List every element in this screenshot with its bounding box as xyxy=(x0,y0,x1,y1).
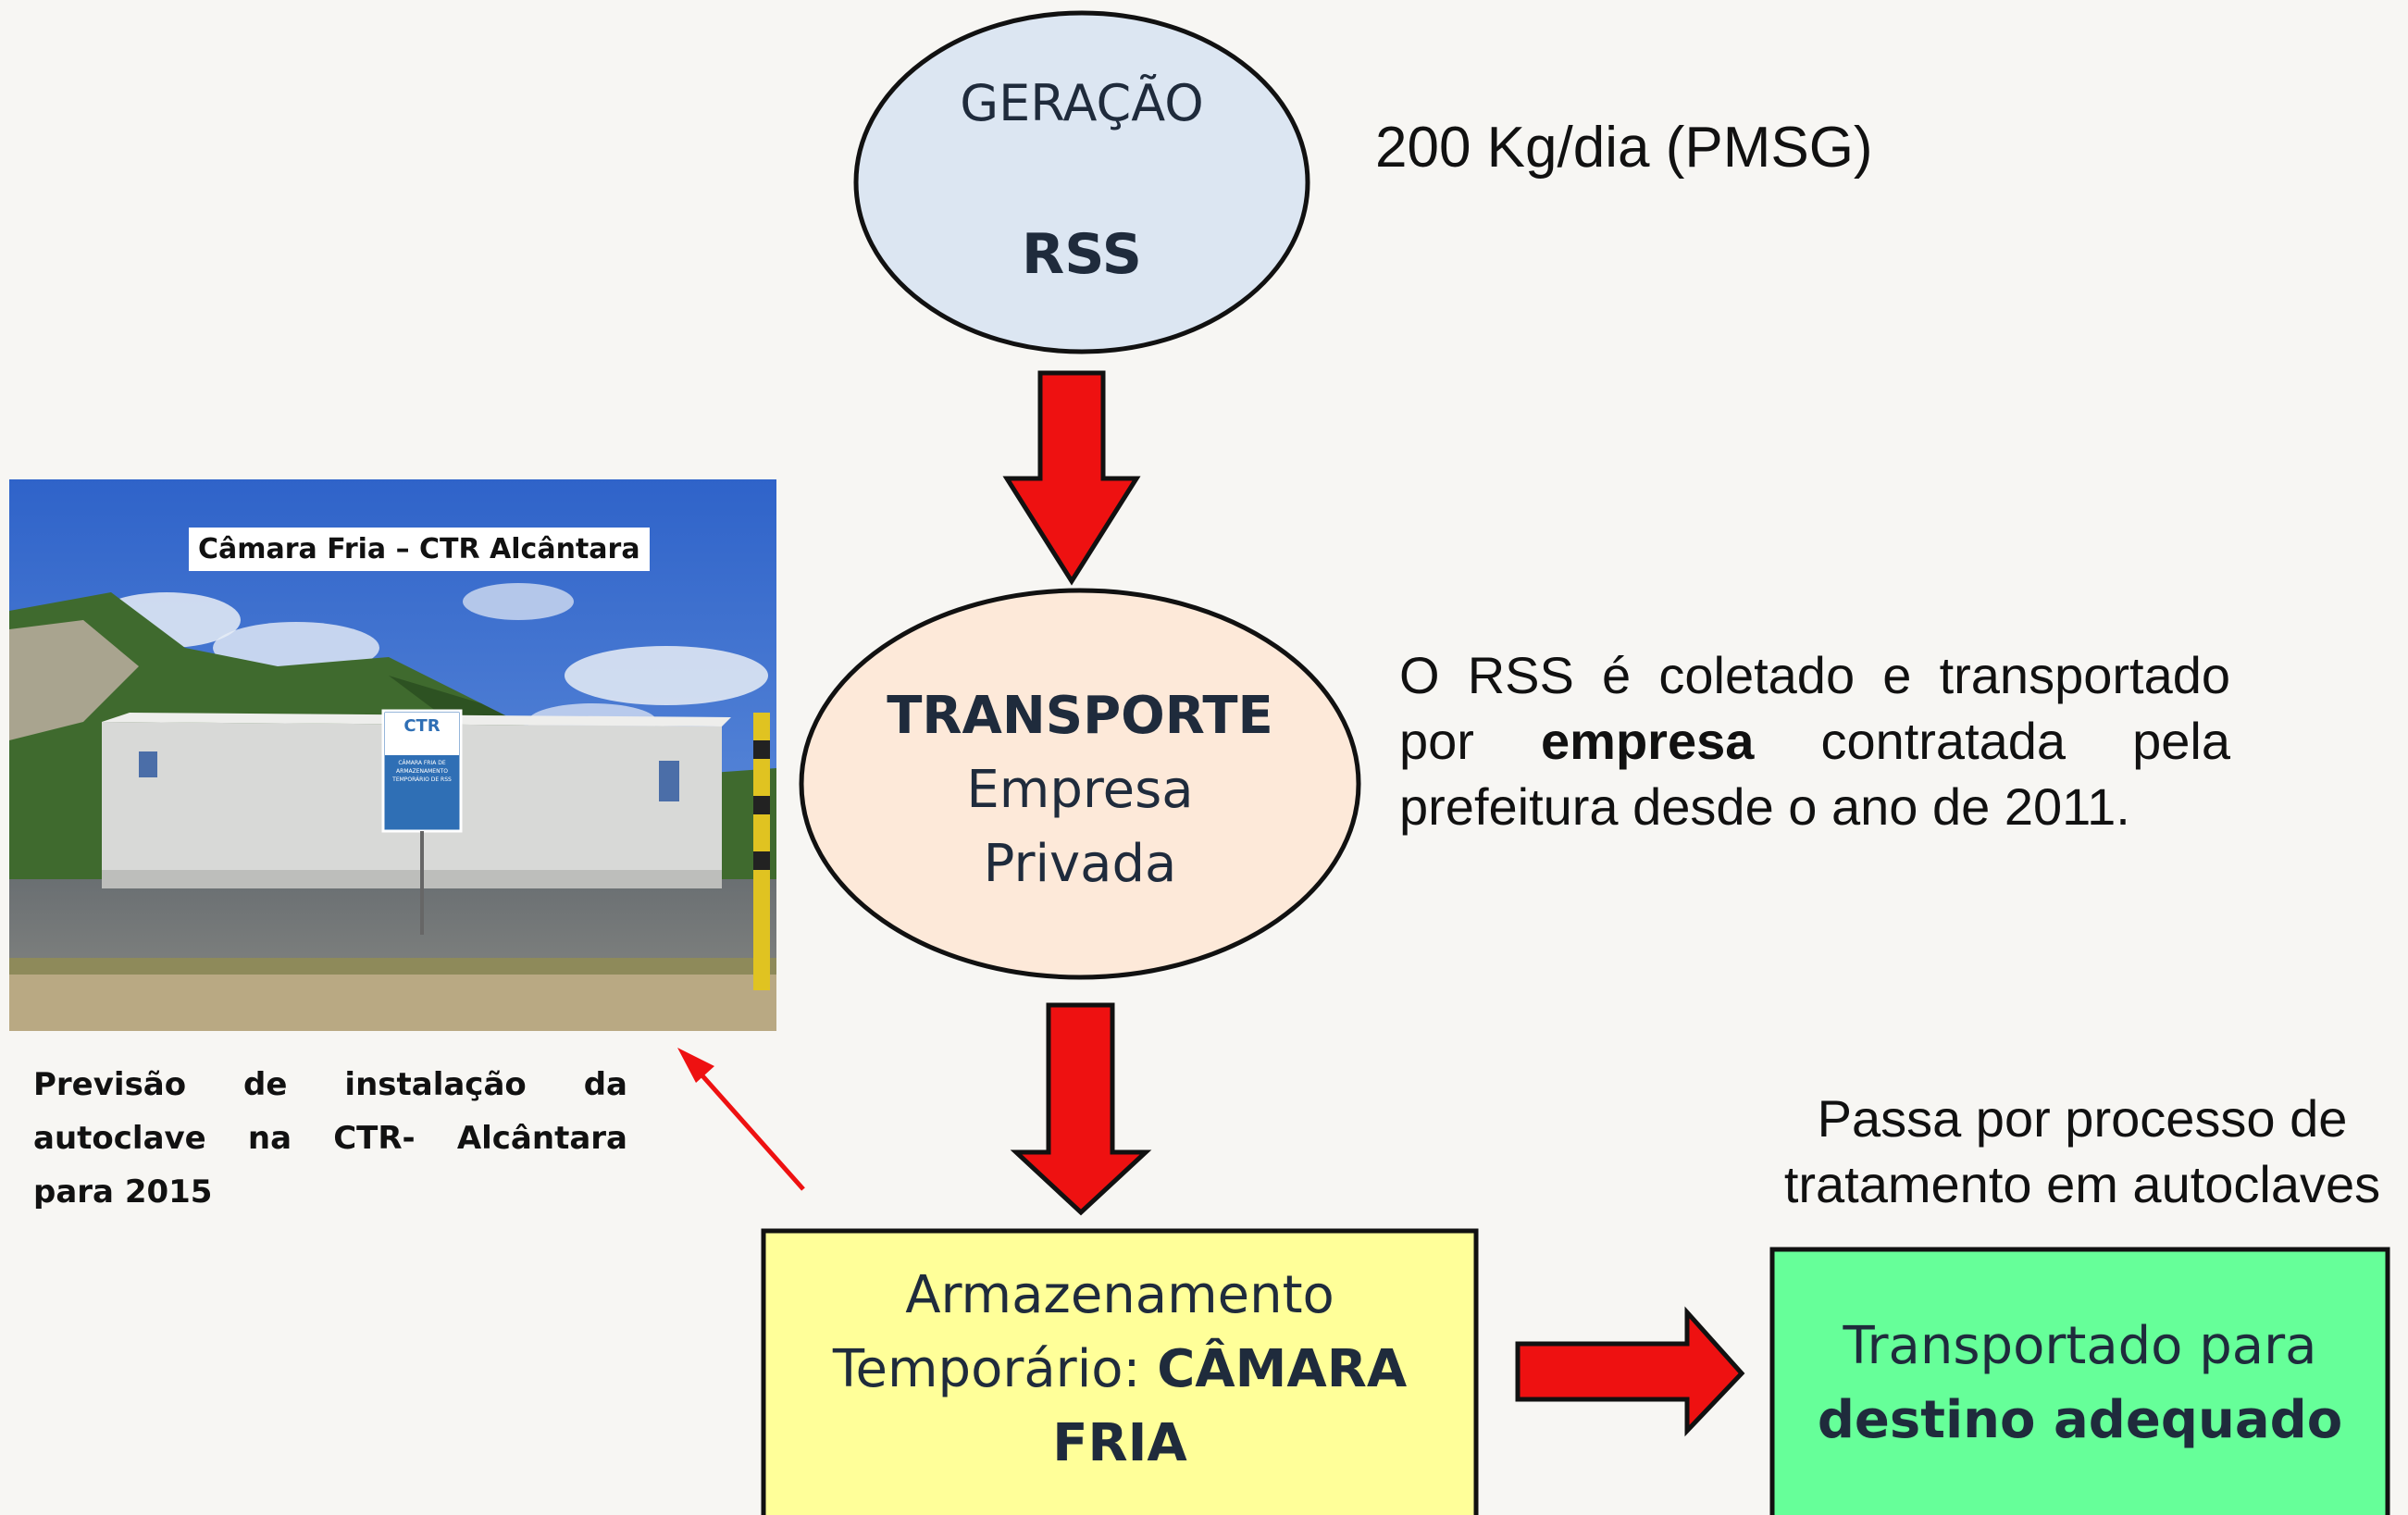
transporte-line-2: Empresa xyxy=(966,760,1194,820)
tratamento-note-line-2: tratamento em autoclaves xyxy=(1783,1155,2381,1213)
armazenamento-camara: CÂMARA xyxy=(1157,1339,1408,1399)
transporte-note-part-1: O RSS é coletado e transportado por xyxy=(1399,646,2230,770)
transporte-ellipse xyxy=(799,588,1361,980)
transporte-title: TRANSPORTE xyxy=(887,686,1273,746)
transporte-note-bold: empresa xyxy=(1541,712,1755,770)
geracao-label: GERAÇÃO xyxy=(960,74,1204,132)
armazenamento-line-2: Temporário: CÂMARA xyxy=(833,1333,1407,1407)
sign-line: CÂMARA FRIA DE xyxy=(398,760,446,766)
destino-line-2: destino adequado xyxy=(1817,1390,2343,1450)
sign-text: CÂMARA FRIA DE ARMAZENAMENTO TEMPORÁRIO … xyxy=(385,759,459,784)
geracao-note: 200 Kg/dia (PMSG) xyxy=(1375,116,1873,180)
destino-box xyxy=(1769,1247,2390,1515)
photo-caption: Previsão de instalação da autoclave na C… xyxy=(33,1058,627,1219)
pointer-arrow-head xyxy=(677,1048,714,1083)
transporte-line-3: Privada xyxy=(983,834,1177,894)
geracao-rss: RSS xyxy=(1022,222,1142,287)
arrow-right xyxy=(1515,1306,1745,1437)
transporte-text: TRANSPORTE Empresa Privada xyxy=(801,679,1359,901)
caption-line-1: Previsão de instalação da xyxy=(33,1066,627,1103)
geracao-ellipse xyxy=(853,10,1310,354)
armazenamento-box xyxy=(761,1228,1479,1515)
armazenamento-fria: FRIA xyxy=(1052,1413,1187,1473)
pointer-arrow-line xyxy=(690,1062,805,1191)
sign-line: ARMAZENAMENTO xyxy=(396,768,448,775)
camara-fria-photo xyxy=(9,479,776,1031)
destino-text: Transportado para destino adequado xyxy=(1772,1310,2388,1458)
armazenamento-line-1: Armazenamento xyxy=(905,1265,1334,1325)
sign-brand: CTR xyxy=(403,716,441,736)
armazenamento-text: Armazenamento Temporário: CÂMARA FRIA xyxy=(763,1259,1476,1481)
arrow-down-2 xyxy=(1010,1002,1152,1216)
tratamento-note-line-1: Passa por processo de xyxy=(1817,1089,2348,1148)
transporte-note-part-2: contratada pela prefeitura desde o ano d… xyxy=(1399,712,2230,836)
sign-line: TEMPORÁRIO DE RSS xyxy=(392,776,452,783)
caption-line-2: autoclave na CTR- Alcântara xyxy=(33,1120,627,1157)
armazenamento-prefix: Temporário: xyxy=(832,1339,1158,1399)
transporte-note: O RSS é coletado e transportado por empr… xyxy=(1399,642,2230,839)
tratamento-note: Passa por processo de tratamento em auto… xyxy=(1758,1086,2406,1217)
arrow-down-1 xyxy=(1002,370,1141,586)
caption-line-3: para 2015 xyxy=(33,1174,213,1211)
photo-label: Câmara Fria – CTR Alcântara xyxy=(189,528,650,571)
destino-line-1: Transportado para xyxy=(1843,1316,2317,1376)
